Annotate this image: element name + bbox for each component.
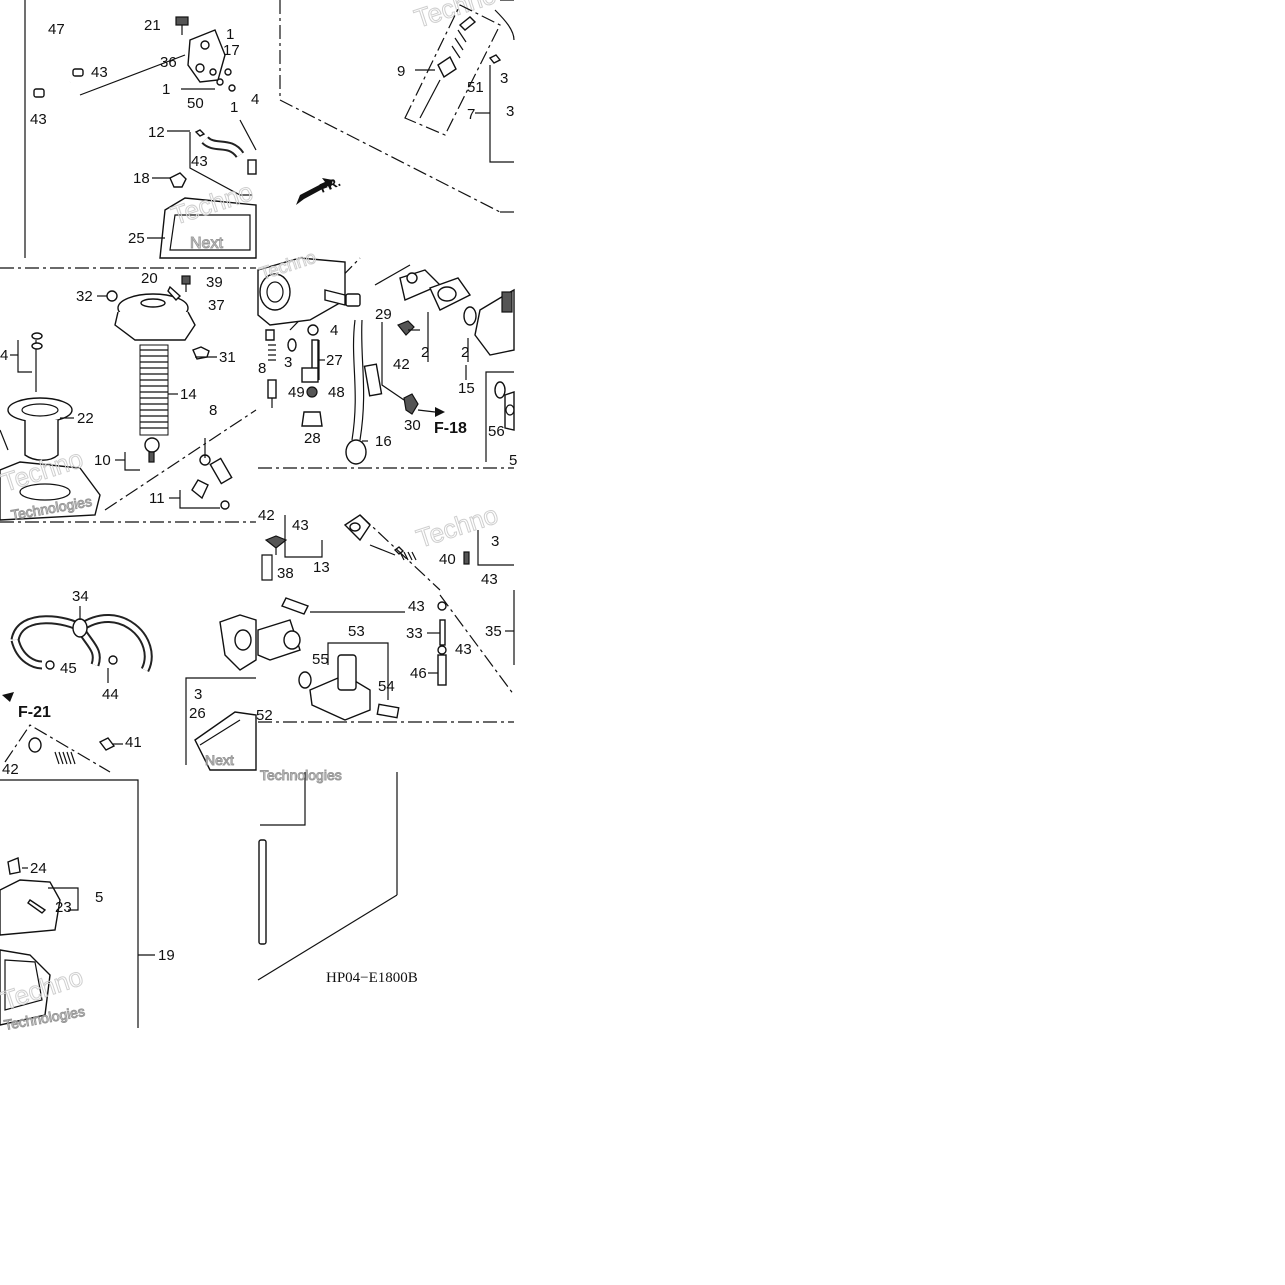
watermark-next: Next [205, 752, 234, 768]
tile-top-middle: Techno 9 51 3 7 3 FR. [279, 0, 515, 213]
callout-45: 45 [60, 660, 77, 677]
callout-3: 3 [284, 354, 292, 371]
tile-lower-left: Next 34 45 44 F-21 41 42 3 26 52 [2, 588, 273, 778]
callout-10: 10 [94, 452, 111, 469]
callout-43: 43 [191, 153, 208, 170]
callout-39: 39 [206, 274, 223, 291]
callout-43: 43 [30, 111, 47, 128]
callout-43: 43 [91, 64, 108, 81]
callout-19: 19 [158, 947, 175, 964]
callout-56: 56 [488, 423, 505, 440]
tile-middle-left: Techno Technologies 20 39 32 37 4 31 22 … [0, 267, 257, 523]
ref-f18: F-18 [434, 420, 467, 437]
callout-7: 7 [467, 106, 475, 123]
callout-3: 3 [194, 686, 202, 703]
diagram-code: HP04−E1800B [326, 970, 418, 986]
watermark-next: Next [190, 235, 223, 252]
callout-1: 1 [226, 26, 234, 43]
callout-5: 5 [509, 452, 517, 469]
callout-25: 25 [128, 230, 145, 247]
callout-12: 12 [148, 124, 165, 141]
callout-31: 31 [219, 349, 236, 366]
tile-top-left: Techno Next 47 21 1 17 36 43 1 50 1 4 43… [24, 0, 259, 259]
callout-14: 14 [180, 386, 197, 403]
tile-middle: Techno [257, 246, 518, 469]
callout-17: 17 [223, 42, 240, 59]
spring-14 [139, 344, 169, 436]
callout-2: 2 [421, 344, 429, 361]
direction-label: FR. [318, 174, 343, 196]
callout-40: 40 [439, 551, 456, 568]
callout-4: 4 [251, 91, 259, 108]
callout-8: 8 [258, 360, 266, 377]
callout-23: 23 [55, 899, 72, 916]
callout-24: 24 [30, 860, 47, 877]
callout-44: 44 [102, 686, 119, 703]
callout-42: 42 [258, 507, 275, 524]
callout-1: 1 [162, 81, 170, 98]
callout-52: 52 [256, 707, 273, 724]
callout-8: 8 [209, 402, 217, 419]
callout-50: 50 [187, 95, 204, 112]
callout-34: 34 [72, 588, 89, 605]
callout-21: 21 [144, 17, 161, 34]
callout-43: 43 [292, 517, 309, 534]
watermark: Techno [413, 499, 502, 553]
tile-bottom-strip: Technologies HP04−E1800B [257, 767, 418, 986]
callout-54: 54 [378, 678, 395, 695]
callout-18: 18 [133, 170, 150, 187]
callout-43: 43 [408, 598, 425, 615]
callout-41: 41 [125, 734, 142, 751]
callout-26: 26 [189, 705, 206, 722]
callout-46: 46 [410, 665, 427, 682]
callout-1: 1 [230, 99, 238, 116]
callout-33: 33 [406, 625, 423, 642]
callout-51: 51 [467, 79, 484, 96]
callout-5: 5 [95, 889, 103, 906]
callout-9: 9 [397, 63, 405, 80]
watermark-technologies: Technologies [260, 767, 342, 783]
callout-38: 38 [277, 565, 294, 582]
callout-3: 3 [506, 103, 514, 120]
tile-bottom-middle: Techno 42 43 13 38 [257, 499, 515, 723]
callout-43: 43 [455, 641, 472, 658]
callout-53: 53 [348, 623, 365, 640]
front-arrow-icon [296, 178, 333, 205]
callout-47: 47 [48, 21, 65, 38]
callout-42: 42 [2, 761, 19, 778]
callout-3: 3 [500, 70, 508, 87]
callout-55: 55 [312, 651, 329, 668]
callout-4: 4 [330, 322, 338, 339]
callout-43: 43 [481, 571, 498, 588]
callout-49: 49 [288, 384, 305, 401]
callout-48: 48 [328, 384, 345, 401]
callout-22: 22 [77, 410, 94, 427]
callout-35: 35 [485, 623, 502, 640]
callout-4: 4 [0, 347, 8, 364]
callout-20: 20 [141, 270, 158, 287]
callout-11: 11 [149, 490, 165, 507]
callout-32: 32 [76, 288, 93, 305]
callout-30: 30 [404, 417, 421, 434]
tile-bottom-left: Techno Technologies 24 23 5 19 [0, 779, 175, 1033]
callout-2: 2 [461, 344, 469, 361]
callout-13: 13 [313, 559, 330, 576]
callout-16: 16 [375, 433, 392, 450]
callout-36: 36 [160, 54, 177, 71]
callout-3: 3 [491, 533, 499, 550]
callout-29: 29 [375, 306, 392, 323]
watermark: Techno [411, 0, 500, 34]
callout-37: 37 [208, 297, 225, 314]
callout-15: 15 [458, 380, 475, 397]
callout-42: 42 [393, 356, 410, 373]
ref-f21: F-21 [18, 704, 51, 721]
callout-28: 28 [304, 430, 321, 447]
callout-27: 27 [326, 352, 343, 369]
